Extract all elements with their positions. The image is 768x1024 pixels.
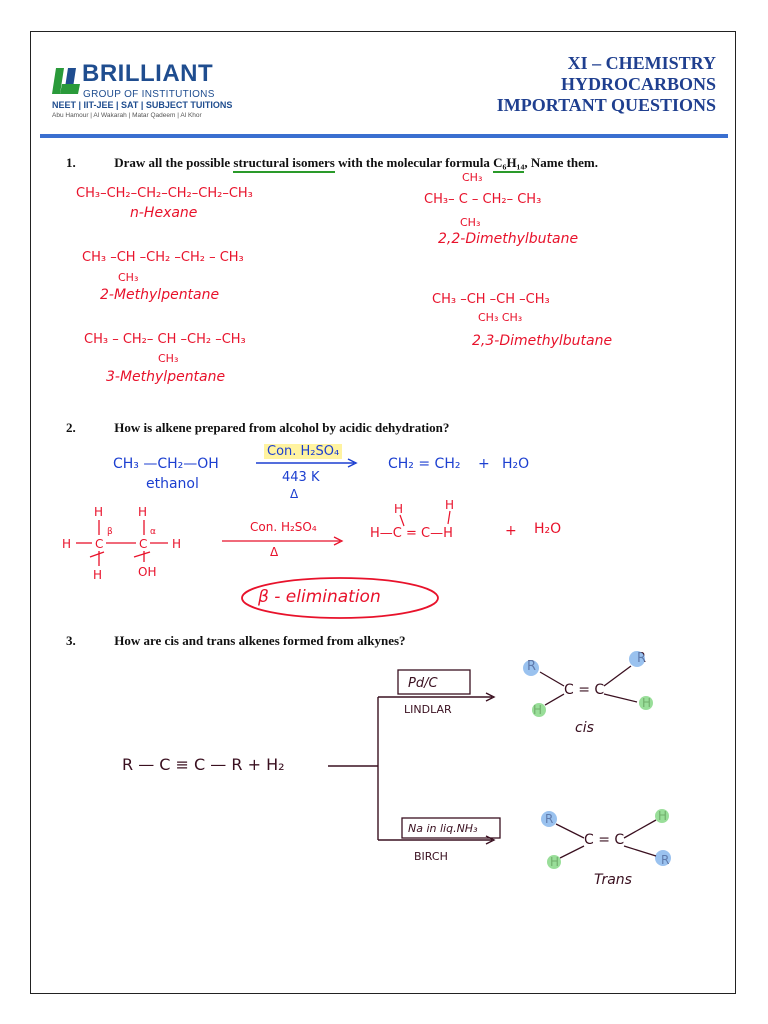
title-line-1: XI – CHEMISTRY (567, 53, 716, 73)
cis-bonds (539, 665, 638, 706)
trans-r-dot-right (655, 850, 671, 866)
question-3: 3. How are cis and trans alkenes formed … (66, 633, 406, 649)
logo-subtitle: GROUP OF INSTITUTIONS (83, 89, 215, 100)
methylpentane-2-branch: CH₃ (118, 271, 139, 284)
question-1: 1. Draw all the possible structural isom… (66, 155, 599, 173)
dimethylbutane-22-name: 2,2-Dimethylbutane (438, 231, 579, 247)
question-text: How is alkene prepared from alcohol by a… (114, 420, 450, 435)
question-number: 2. (66, 420, 76, 435)
mechanism-heat: Δ (270, 545, 279, 559)
trans-h-dot-left (547, 855, 561, 869)
question-number: 3. (66, 633, 76, 648)
question-2: 2. How is alkene prepared from alcohol b… (66, 420, 449, 436)
question-text: with the molecular formula (338, 155, 490, 170)
methylpentane-2-name: 2-Methylpentane (100, 287, 220, 303)
underlined-term: structural isomers (233, 155, 335, 173)
methylpentane-3-formula: CH₃ – CH₂– CH –CH₂ –CH₃ (84, 332, 246, 347)
title-line-3: IMPORTANT QUESTIONS (496, 95, 716, 115)
plus-sign: + (478, 456, 490, 472)
dimethylbutane-23-formula: CH₃ –CH –CH –CH₃ (432, 292, 550, 307)
mech-c1: C (95, 537, 103, 551)
lindlar-catalyst: Pd/C (408, 676, 438, 691)
product-h-top2: H (445, 498, 454, 512)
question-text: , Name them. (524, 155, 599, 170)
product-h-top1: H (394, 502, 403, 516)
heat-symbol: Δ (290, 487, 299, 501)
dimethylbutane-22-bottom: CH₃ (460, 216, 481, 229)
hexane-name: n-Hexane (130, 205, 198, 221)
cis-h-dot-right (639, 696, 653, 710)
birch-catalyst: Na in liq.NH₃ (408, 822, 478, 835)
logo-tagline: NEET | IIT-JEE | SAT | SUBJECT TUITIONS (52, 100, 233, 110)
beta-elimination-label: β - elimination (258, 587, 381, 607)
mech-h-right: H (172, 537, 181, 551)
dimethylbutane-22-top: CH₃ (462, 171, 483, 184)
methylpentane-3-branch: CH₃ (158, 352, 179, 365)
lindlar-box (397, 669, 471, 695)
ethanol-name: ethanol (146, 476, 199, 492)
trans-r-dot-left (541, 811, 557, 827)
trans-bonds (555, 819, 657, 859)
logo-brand: BRILLIANT (82, 60, 214, 87)
reagent-label: Con. H₂SO₄ (264, 444, 343, 459)
mech-h-bottom: H (93, 568, 102, 582)
dimethylbutane-23-branch: CH₃ CH₃ (478, 311, 523, 324)
temperature-label: 443 K (282, 470, 320, 485)
water-formula: H₂O (502, 456, 530, 472)
ethene-formula: CH₂ = CH₂ (388, 456, 461, 472)
molecular-formula: C₆H₁₄ (493, 155, 525, 173)
mech-oh: OH (138, 565, 156, 579)
mech-c2: C (139, 537, 147, 551)
cis-label: cis (575, 720, 594, 736)
trans-label: Trans (594, 872, 632, 888)
question-text: How are cis and trans alkenes formed fro… (114, 633, 406, 648)
methylpentane-3-name: 3-Methylpentane (106, 369, 226, 385)
logo-mark-icon (52, 68, 80, 94)
birch-box (401, 817, 501, 839)
beta-marker: β (107, 527, 113, 537)
page-border (30, 31, 736, 994)
methylpentane-2-formula: CH₃ –CH –CH₂ –CH₂ – CH₃ (82, 250, 244, 265)
dimethylbutane-22-formula: CH₃– C – CH₂– CH₃ (424, 192, 542, 207)
birch-name: BIRCH (414, 850, 448, 863)
mechanism-structure (76, 520, 168, 566)
branch-arrows (328, 692, 496, 845)
page-title: XI – CHEMISTRY HYDROCARBONS IMPORTANT QU… (497, 53, 716, 116)
trans-double-bond: C = C (584, 832, 625, 848)
ethanol-formula: CH₃ —CH₂—OH (113, 456, 219, 472)
question-number: 1. (66, 155, 76, 170)
logo-locations: Abu Hamour | Al Wakarah | Matar Qadeem |… (52, 112, 202, 119)
mechanism-plus: + (505, 523, 517, 539)
trans-h-dot-right (655, 809, 669, 823)
mech-h-top1: H (94, 505, 103, 519)
cis-r-dot-left (523, 660, 539, 676)
mech-h-top2: H (138, 505, 147, 519)
alpha-marker: α (150, 527, 156, 537)
cis-r-dot-right (629, 651, 645, 667)
alkyne-reactant: R — C ≡ C — R + H₂ (122, 755, 285, 774)
mech-h-left: H (62, 537, 71, 551)
beta-elimination-oval (241, 577, 439, 619)
mechanism-water: H₂O (534, 521, 562, 537)
mechanism-reagent: Con. H₂SO₄ (250, 520, 317, 534)
header-divider (40, 134, 728, 138)
blue-arrowhead-icon (347, 458, 358, 468)
cis-h-dot-left (532, 703, 546, 717)
red-arrowhead-icon (333, 536, 344, 546)
cis-double-bond: C = C (564, 682, 605, 698)
dimethylbutane-23-name: 2,3-Dimethylbutane (472, 333, 613, 349)
mechanism-product: H—C = C—H (370, 526, 453, 541)
lindlar-name: LINDLAR (404, 703, 452, 716)
hexane-formula: CH₃–CH₂–CH₂–CH₂–CH₂–CH₃ (76, 186, 253, 201)
title-line-2: HYDROCARBONS (560, 74, 716, 94)
question-text: Draw all the possible (114, 155, 231, 170)
